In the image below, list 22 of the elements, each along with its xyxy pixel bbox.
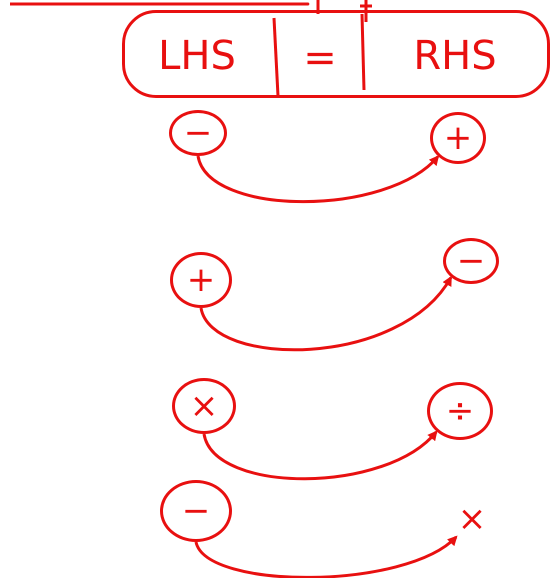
sign-circle xyxy=(172,378,236,434)
sign-circle xyxy=(430,112,486,164)
sign-circle xyxy=(443,238,499,284)
equation-text: LHS xyxy=(158,36,236,76)
sign-text: × xyxy=(190,389,218,423)
sign-text: × xyxy=(458,502,486,536)
sign-text: − xyxy=(182,494,210,528)
sign-text: − xyxy=(184,116,212,150)
equation-text: RHS xyxy=(413,36,497,76)
curved-arrow xyxy=(202,430,438,480)
equation-text: = xyxy=(303,38,337,78)
sign-circle xyxy=(169,110,227,156)
sign-text: ÷ xyxy=(446,394,474,428)
equation-frame xyxy=(122,10,550,98)
sign-circle xyxy=(170,252,232,308)
sign-text: − xyxy=(456,244,486,278)
sign-circle xyxy=(160,480,232,542)
sign-circle xyxy=(427,382,493,440)
sign-text: + xyxy=(444,121,472,155)
curved-arrow xyxy=(200,276,452,352)
curved-arrow xyxy=(194,536,458,578)
sign-text: + xyxy=(186,263,216,297)
